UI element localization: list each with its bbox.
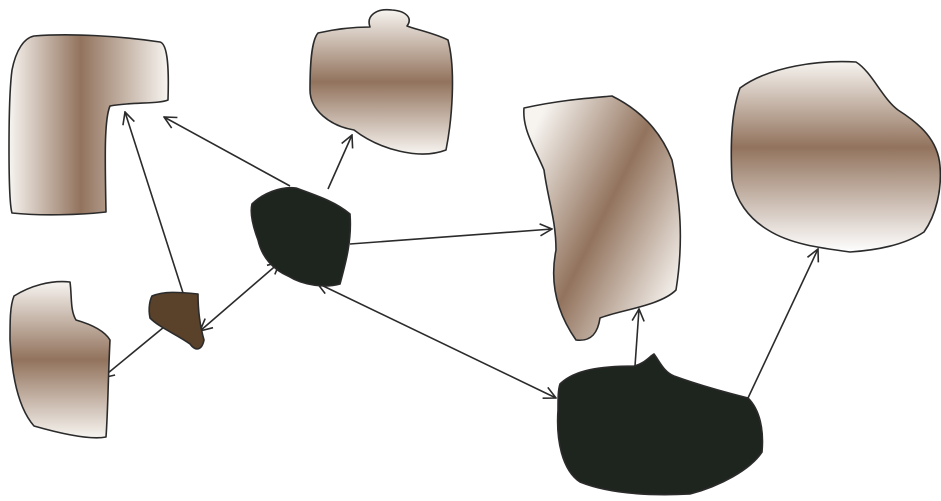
tall-slanted-shape <box>523 95 682 342</box>
arrow-small-node-to-l-card <box>125 112 185 297</box>
small-brown-node <box>148 291 205 350</box>
arrow-central-bottom-node <box>317 283 556 398</box>
lower-left-shape <box>9 280 111 439</box>
central-dark-node <box>250 186 352 287</box>
arrow-bottom-node-to-slanted <box>635 309 639 367</box>
arrow-central-small-node <box>200 262 280 331</box>
arrow-central-to-slanted <box>349 229 552 245</box>
top-jar-shape <box>309 8 454 155</box>
arrow-small-node-to-lower-left <box>102 326 165 378</box>
arrow-central-to-l-card <box>164 117 291 187</box>
bottom-dark-node <box>556 353 764 496</box>
l-shaped-card <box>8 34 170 216</box>
round-right-shape <box>730 60 941 253</box>
arrow-central-to-top-jar <box>327 135 352 190</box>
arrow-bottom-node-to-round <box>747 249 818 399</box>
connection-arrows <box>102 112 818 398</box>
